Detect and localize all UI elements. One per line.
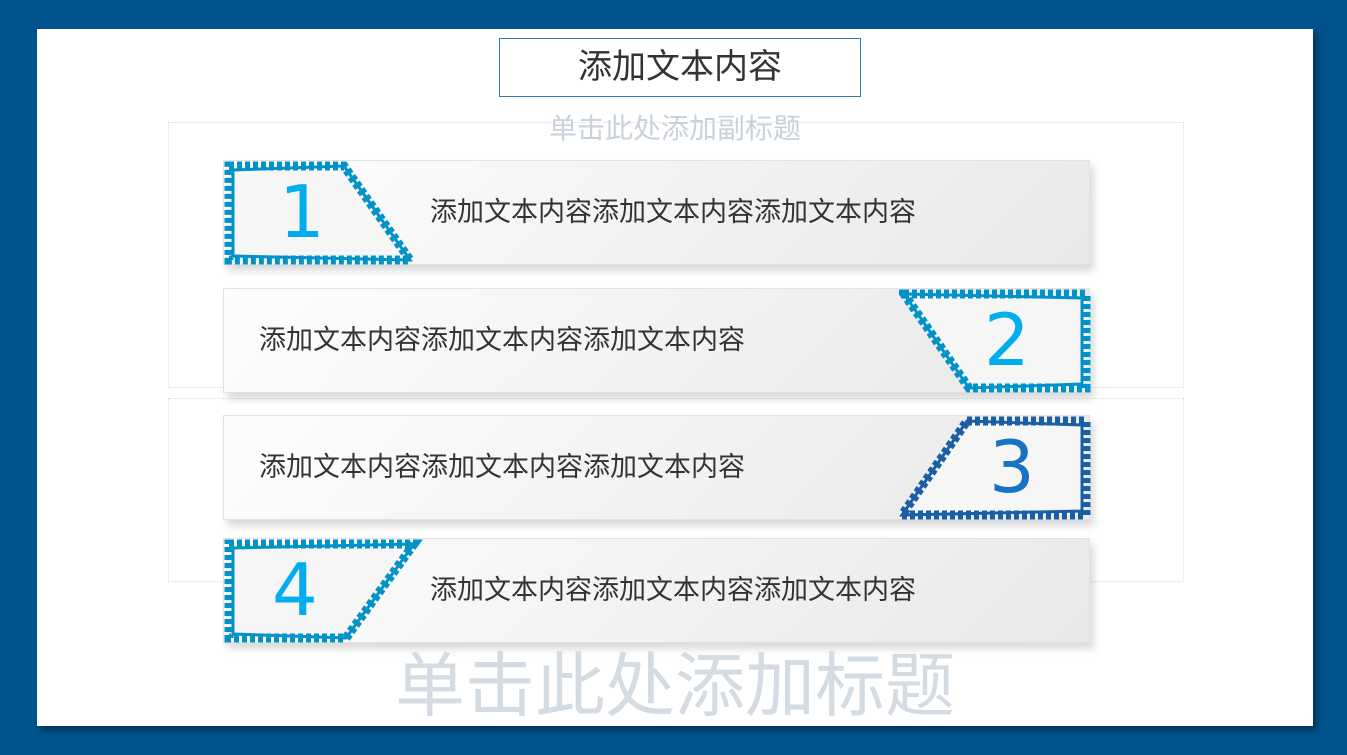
item-number: 1 [279, 170, 325, 254]
number-badge [224, 161, 419, 265]
item-number: 2 [984, 298, 1030, 382]
item-number: 3 [989, 425, 1035, 509]
slide-title[interactable]: 添加文本内容 [499, 38, 861, 97]
item-text: 添加文本内容添加文本内容添加文本内容 [259, 325, 745, 356]
title-placeholder[interactable]: 单击此处添加标题 [395, 645, 955, 727]
item-text: 添加文本内容添加文本内容添加文本内容 [430, 575, 916, 606]
number-badge [899, 289, 1091, 393]
item-card-2[interactable]: 添加文本内容添加文本内容添加文本内容 2 [223, 288, 1091, 393]
subtitle-placeholder[interactable]: 单击此处添加副标题 [548, 112, 801, 145]
item-card-4[interactable]: 4 添加文本内容添加文本内容添加文本内容 [223, 538, 1090, 643]
item-card-3[interactable]: 添加文本内容添加文本内容添加文本内容 3 [223, 415, 1091, 520]
item-card-1[interactable]: 1 添加文本内容添加文本内容添加文本内容 [223, 160, 1090, 265]
item-number: 4 [272, 548, 318, 632]
item-text: 添加文本内容添加文本内容添加文本内容 [430, 197, 916, 228]
number-badge [897, 416, 1091, 520]
number-badge [224, 539, 423, 643]
item-text: 添加文本内容添加文本内容添加文本内容 [259, 452, 745, 483]
